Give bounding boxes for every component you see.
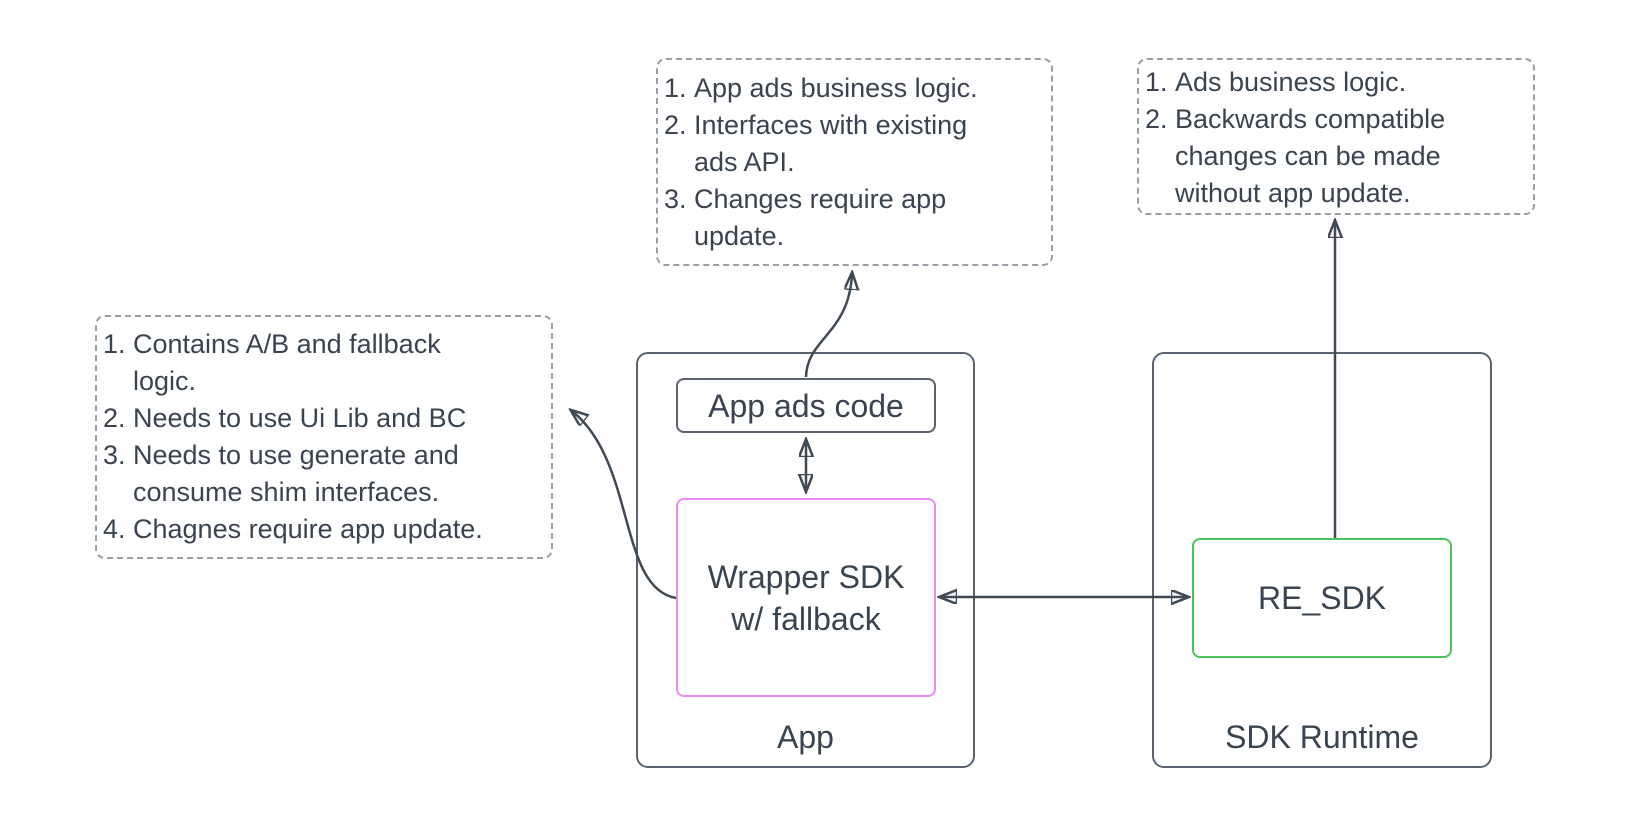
note-app-ads-code: 1. App ads business logic. 2. Interfaces… xyxy=(656,58,1053,266)
list-item-number: 1. xyxy=(664,73,687,103)
text-line: Changes require app xyxy=(694,184,947,214)
list-item: 1. Contains A/B and fallback logic. xyxy=(103,326,547,400)
text-line: Contains A/B and fallback xyxy=(133,329,441,359)
container-app-label: App xyxy=(777,719,834,755)
list-item: 3. Changes require app update. xyxy=(664,181,1047,255)
list-item: 2. Backwards compatible changes can be ma… xyxy=(1145,101,1529,212)
list-item-text: Changes require app update. xyxy=(694,181,1047,255)
list-item-number: 2. xyxy=(664,110,687,140)
text-line: App ads business logic. xyxy=(694,73,978,103)
list-item: 1. Ads business logic. xyxy=(1145,64,1529,101)
list-item-number: 3. xyxy=(103,440,126,470)
text-line: ads API. xyxy=(694,147,795,177)
text-line: consume shim interfaces. xyxy=(133,477,440,507)
text-line: Backwards compatible xyxy=(1175,104,1446,134)
list-item-number: 1. xyxy=(103,329,126,359)
list-item: 2. Needs to use Ui Lib and BC xyxy=(103,400,547,437)
text-line: logic. xyxy=(133,366,197,396)
list-item: 4. Chagnes require app update. xyxy=(103,511,547,548)
list-item-text: Needs to use generate and consume shim in… xyxy=(133,437,547,511)
text-line: Needs to use Ui Lib and BC xyxy=(133,403,467,433)
text-line: Interfaces with existing xyxy=(694,110,968,140)
node-wrapper-sdk: Wrapper SDK w/ fallback xyxy=(676,498,936,697)
node-re-sdk: RE_SDK xyxy=(1192,538,1452,658)
container-sdk-runtime-label: SDK Runtime xyxy=(1225,719,1419,755)
node-app-ads-code-label: App ads code xyxy=(708,387,904,424)
list-item: 1. App ads business logic. xyxy=(664,70,1047,107)
list-item-number: 3. xyxy=(664,184,687,214)
list-item-text: Interfaces with existing ads API. xyxy=(694,107,1047,181)
list-item-text: Chagnes require app update. xyxy=(133,511,547,548)
list-item-number: 2. xyxy=(103,403,126,433)
note-wrapper-sdk: 1. Contains A/B and fallback logic. 2. Ne… xyxy=(95,315,553,559)
list-item: 3. Needs to use generate and consume shim… xyxy=(103,437,547,511)
text-line: update. xyxy=(694,221,785,251)
text-line: changes can be made xyxy=(1175,141,1441,171)
node-wrapper-sdk-label-line2: w/ fallback xyxy=(731,600,881,637)
list-item-text: Ads business logic. xyxy=(1175,64,1529,101)
node-wrapper-sdk-label-line1: Wrapper SDK xyxy=(707,558,905,595)
text-line: Ads business logic. xyxy=(1175,67,1407,97)
list-item-text: App ads business logic. xyxy=(694,70,1047,107)
text-line: without app update. xyxy=(1175,178,1411,208)
text-line: Chagnes require app update. xyxy=(133,514,483,544)
list-item-number: 4. xyxy=(103,514,126,544)
container-sdk-runtime: SDK Runtime xyxy=(1152,352,1492,768)
node-app-ads-code: App ads code xyxy=(676,378,936,433)
list-item: 2. Interfaces with existing ads API. xyxy=(664,107,1047,181)
list-item-text: Backwards compatible changes can be made w… xyxy=(1175,101,1529,212)
list-item-number: 1. xyxy=(1145,67,1168,97)
note-re-sdk: 1. Ads business logic. 2. Backwards comp… xyxy=(1137,58,1535,215)
text-line: Needs to use generate and xyxy=(133,440,459,470)
list-item-text: Contains A/B and fallback logic. xyxy=(133,326,547,400)
list-item-text: Needs to use Ui Lib and BC xyxy=(133,400,547,437)
list-item-number: 2. xyxy=(1145,104,1168,134)
node-re-sdk-label: RE_SDK xyxy=(1257,580,1387,616)
